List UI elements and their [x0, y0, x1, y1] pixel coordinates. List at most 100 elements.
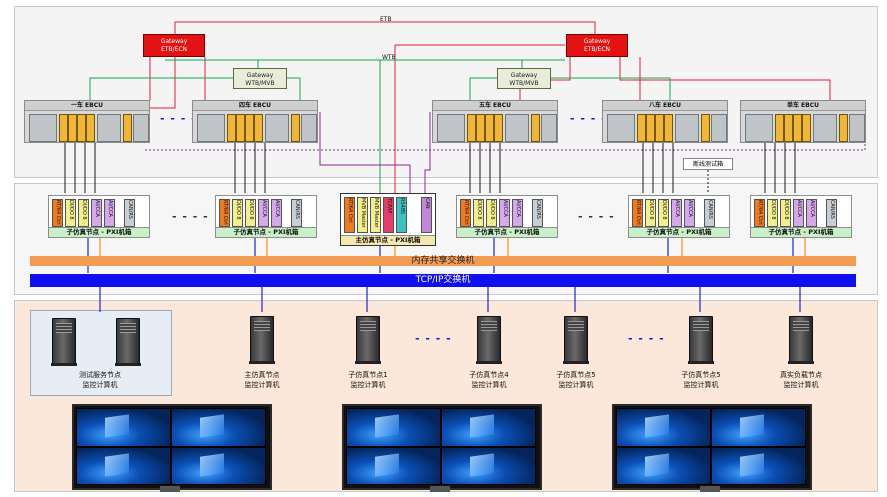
gateway-wtb-mvb-left[interactable]: Gateway WTB/MVB: [233, 68, 287, 89]
pxi-label: 子仿真节点 - PXI机箱: [629, 227, 729, 237]
module-controller: RT/64 Ctrl: [460, 199, 471, 227]
module-dio: DI/DO 8: [78, 199, 89, 227]
pxi-node-4[interactable]: RT/64 Ctrl DI/DO 8 DI/DO 8 AI/CCA AI/CCA…: [215, 195, 317, 238]
ebcu-car-1[interactable]: 一车 EBCU: [24, 100, 150, 143]
computer-tower-icon: [476, 316, 502, 364]
display-wall-right: [612, 404, 812, 490]
display-pane: [441, 447, 536, 485]
pxi-label: 主仿真节点 - PXI机箱: [341, 235, 435, 245]
display-pane: [616, 408, 711, 447]
gateway-line2: ETB/ECN: [160, 46, 188, 53]
module-aio: AI/CCA: [793, 199, 804, 227]
ebcu-card: [793, 114, 802, 142]
ebcu-card: [775, 114, 784, 142]
etb-bus-label: ETB: [380, 16, 392, 23]
module-controller: RT/64 Ctrl: [344, 197, 355, 233]
wtb-bus-label: WTB: [382, 54, 396, 61]
module-dio: DI/DO 8: [245, 199, 256, 227]
ebcu-card: [531, 114, 540, 142]
ebcu-card: [59, 114, 68, 142]
pxi-node-1[interactable]: RT/64 Ctrl DI/DO 8 DI/DO 8 AI/CCA AI/CCA…: [48, 195, 150, 238]
gateway-line1: Gateway: [246, 72, 274, 79]
module-aio: AI/CCA: [104, 199, 115, 227]
tcp-switch-label: TCP/IP交换机: [415, 275, 471, 285]
computer-role: 监控计算机: [244, 381, 280, 389]
ebcu-card: [637, 114, 646, 142]
ebcu-slot: [849, 114, 865, 142]
gateway-etb-ecn-right[interactable]: Gateway ETB/ECN: [566, 34, 628, 57]
pxi-label: 子仿真节点 - PXI机箱: [751, 227, 851, 237]
computer-role: 监控计算机: [683, 381, 719, 389]
module-comm: CAN/RS: [291, 199, 302, 227]
gateway-line1: Gateway: [583, 38, 611, 45]
server-tower-icon: [51, 318, 77, 366]
memory-links: [99, 238, 806, 256]
module-dio: DI/DO 8: [486, 199, 497, 227]
gateway-line1: Gateway: [160, 38, 188, 45]
pxi-label: 子仿真节点 - PXI机箱: [216, 227, 316, 237]
ebcu-slot: [29, 114, 57, 142]
module-aio: AI/CCA: [671, 199, 682, 227]
module-dio: DI/DO 8: [473, 199, 484, 227]
ebcu-car-4[interactable]: 四车 EBCU: [192, 100, 318, 143]
gateway-wtb-mvb-right[interactable]: Gateway WTB/MVB: [497, 68, 551, 89]
ebcu-single-car[interactable]: 单车 EBCU: [740, 100, 866, 143]
computer-role: 监控计算机: [558, 381, 594, 389]
display-pane: [76, 447, 171, 485]
ebcu-card: [839, 114, 848, 142]
ebcu-card: [227, 114, 236, 142]
ebcu-card: [86, 114, 95, 142]
ebcu-card: [476, 114, 485, 142]
module-dio: DI/DO 8: [232, 199, 243, 227]
ellipsis-dots: - - - -: [578, 210, 615, 223]
ebcu-card: [655, 114, 664, 142]
display-pane: [441, 408, 536, 447]
computer-tower-icon: [355, 316, 381, 364]
ebcu-slot: [505, 114, 529, 142]
computer-name: 主仿真节点: [244, 371, 280, 379]
gateway-line2: ETB/ECN: [583, 46, 611, 53]
module-aio: AI/CCA: [512, 199, 523, 227]
memory-switch-bar[interactable]: 内存共享交换机: [30, 256, 856, 266]
ebcu-card: [68, 114, 77, 142]
display-pane: [171, 408, 266, 447]
ebcu-car-5[interactable]: 五车 EBCU: [432, 100, 558, 143]
io-arrows: [64, 143, 796, 193]
module-aio: AI/CCA: [91, 199, 102, 227]
module-tcpip: TCP/IP: [383, 197, 394, 233]
computer-label-sub5b: 子仿真节点5 监控计算机: [659, 370, 743, 390]
pxi-node-5[interactable]: RT/64 Ctrl DI/DO 8 DI/DO 8 AI/CCA AI/CCA…: [456, 195, 558, 238]
wtb-lines: [89, 59, 671, 195]
ebcu-slot: [197, 114, 225, 142]
display-stand: [160, 486, 180, 492]
module-controller: RT/64 Ctrl: [754, 199, 765, 227]
fault-test-box[interactable]: 断线测试箱: [683, 158, 733, 170]
module-comm: CAN/RS: [826, 199, 837, 227]
ebcu-slot: [745, 114, 773, 142]
computer-label-sub4: 子仿真节点4 监控计算机: [447, 370, 531, 390]
ebcu-label: 四车 EBCU: [193, 101, 317, 111]
purple-links: [319, 112, 431, 195]
pxi-node-single[interactable]: RT/64 Ctrl DI/DO 8 DI/DO 8 AI/CCA AI/CCA…: [750, 195, 852, 238]
ebcu-label: 一车 EBCU: [25, 101, 149, 111]
module-controller: RT/64 Ctrl: [52, 199, 63, 227]
computer-tower-icon: [249, 316, 275, 364]
computer-label-main: 主仿真节点 监控计算机: [220, 370, 304, 390]
ebcu-slot: [675, 114, 699, 142]
computer-tower-icon: [688, 316, 714, 364]
module-mvb: MVB Master: [357, 197, 368, 233]
module-controller: RT/64 Ctrl: [219, 199, 230, 227]
tcp-switch-bar[interactable]: TCP/IP交换机: [30, 274, 856, 287]
ebcu-card: [646, 114, 655, 142]
ebcu-card: [802, 114, 811, 142]
pxi-node-8[interactable]: RT/64 Ctrl DI/DO 8 DI/DO 8 AI/CCA AI/CCA…: [628, 195, 730, 238]
ebcu-car-8[interactable]: 八车 EBCU: [602, 100, 728, 143]
computer-role: 监控计算机: [471, 381, 507, 389]
module-aio: AI/CCA: [684, 199, 695, 227]
display-stand: [430, 486, 450, 492]
gateway-etb-ecn-left[interactable]: Gateway ETB/ECN: [143, 34, 205, 57]
display-pane: [346, 447, 441, 485]
module-comm: CAN/RS: [124, 199, 135, 227]
module-controller: RT/64 Ctrl: [632, 199, 643, 227]
pxi-main-node[interactable]: RT/64 Ctrl MVB Master MVB Master 2 TCP/I…: [340, 193, 436, 246]
